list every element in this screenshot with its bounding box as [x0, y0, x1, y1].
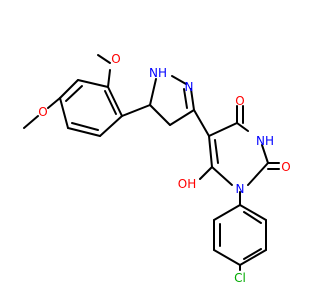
bond [47, 97, 61, 109]
atom-label-cl: Cl [234, 271, 246, 285]
bond [107, 69, 111, 88]
molecule-structure: O O NH N O NH O OH N Cl [23, 52, 291, 285]
bond [239, 204, 267, 221]
bond [199, 166, 213, 180]
bond [149, 104, 171, 126]
bond [71, 122, 99, 131]
bond [59, 97, 69, 129]
bond [67, 127, 101, 137]
atom-label-o-carbonyl-top: O [235, 94, 244, 108]
bond [213, 249, 241, 266]
bond [107, 86, 123, 117]
bond [211, 166, 233, 186]
bond [97, 54, 111, 64]
bond [65, 85, 83, 102]
bond [208, 135, 213, 168]
bond [23, 115, 39, 129]
bond [190, 88, 195, 111]
bond [236, 122, 249, 132]
atom-labels: O O NH N O NH O OH N Cl [38, 52, 290, 285]
bond [169, 109, 195, 126]
atom-label-n-pyrimidine: N [236, 182, 245, 196]
atom-label-nh-pyrimidine: NH [256, 134, 274, 148]
bond [59, 79, 79, 99]
bond [213, 204, 241, 221]
bond [121, 104, 151, 117]
bond [261, 144, 269, 164]
bond [104, 90, 117, 115]
bond [243, 248, 262, 260]
bonds [23, 54, 280, 271]
bond [171, 75, 187, 85]
atom-label-o-carbonyl-right: O [281, 160, 290, 174]
atom-label-n-pyrazoline: N [185, 80, 194, 94]
bond [239, 249, 267, 266]
bond [243, 211, 262, 224]
bond [214, 139, 219, 164]
bond [183, 88, 188, 109]
bond [149, 78, 157, 106]
bond [77, 79, 109, 88]
atom-label-o-left: O [38, 105, 47, 119]
atom-label-o-top: O [111, 52, 120, 66]
bond [208, 122, 238, 137]
bond [99, 115, 123, 137]
bond [193, 109, 210, 137]
atom-label-nh-pyrazoline: NH [149, 66, 167, 80]
bond [247, 162, 269, 186]
atom-label-oh: OH [178, 177, 196, 191]
